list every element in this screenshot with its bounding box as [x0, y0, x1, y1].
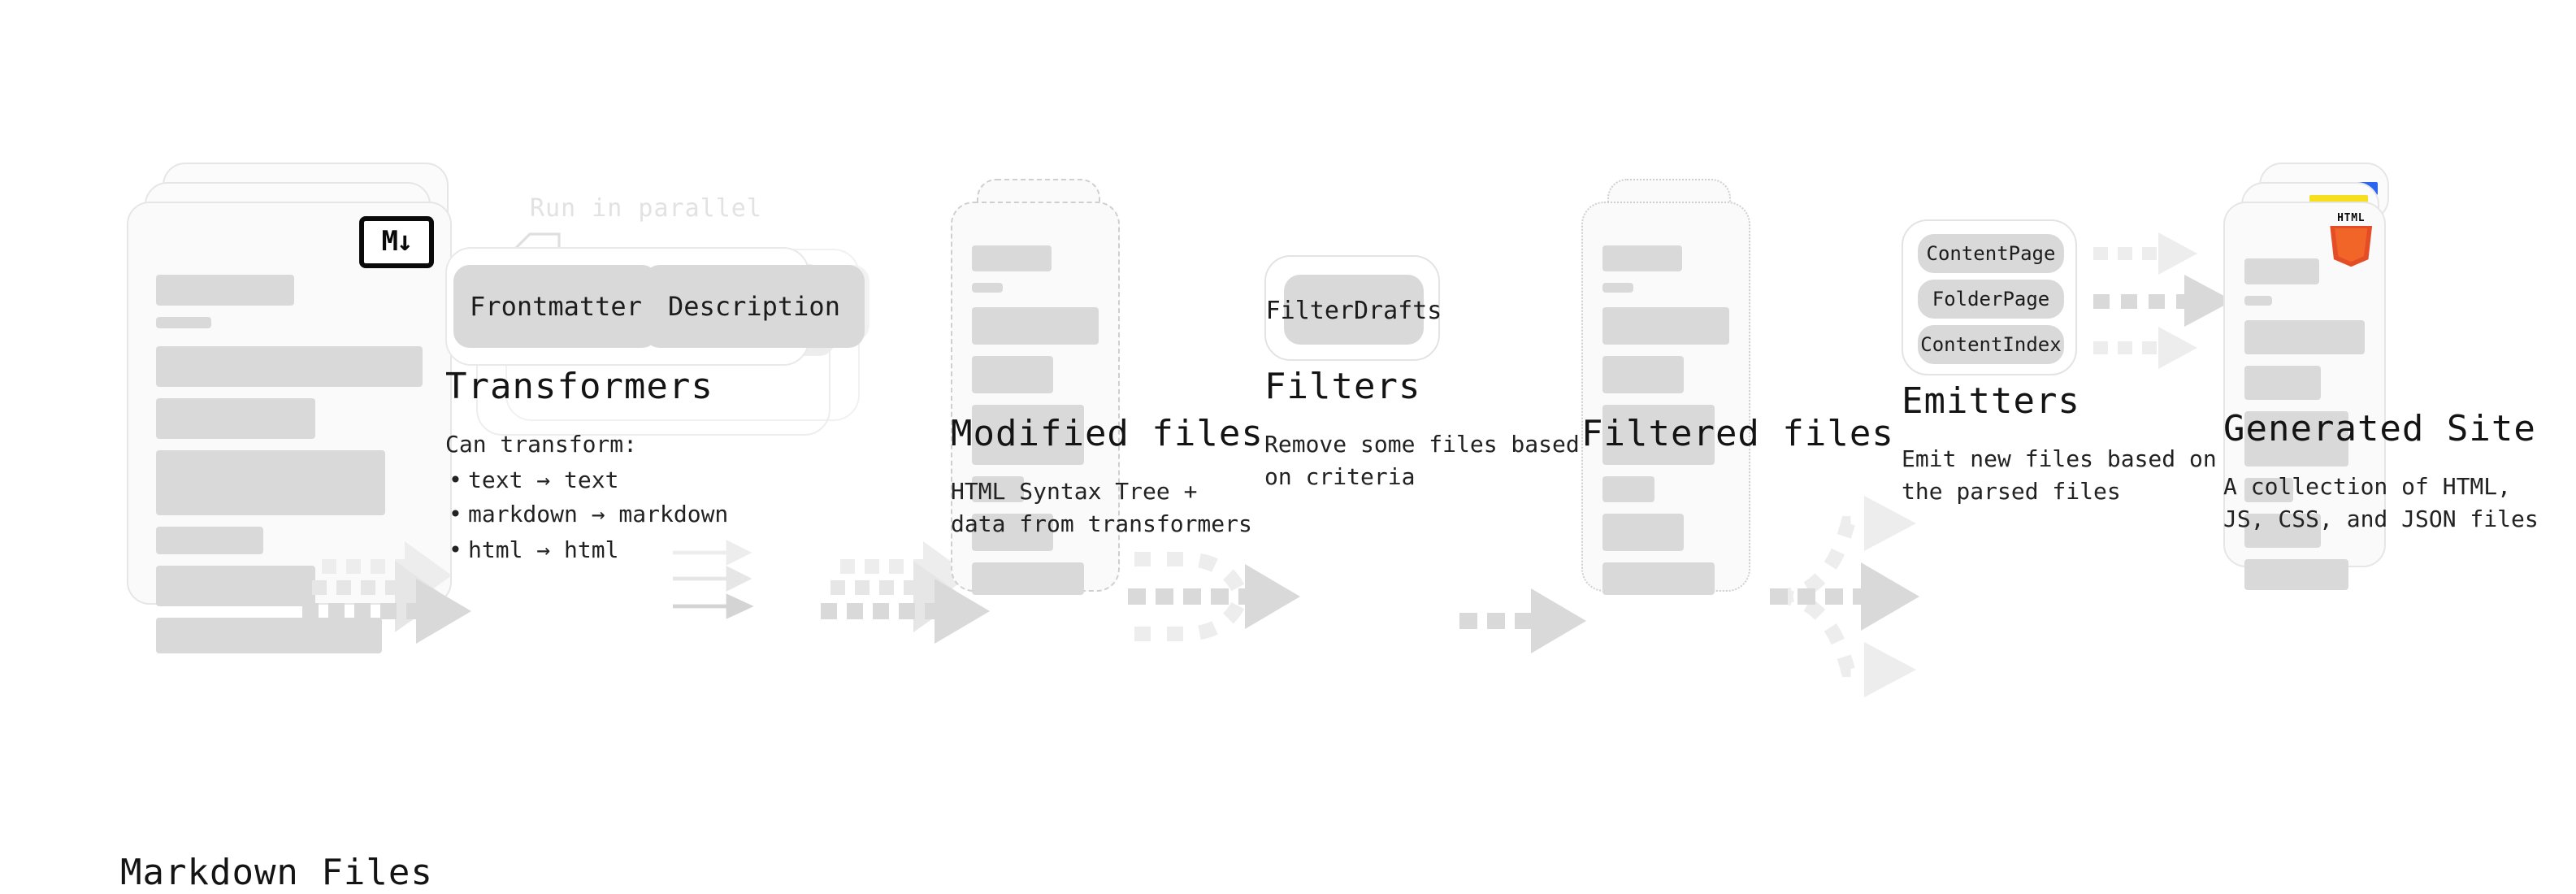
transformer-chip-description[interactable]: Description — [644, 265, 865, 348]
skeleton-bar — [972, 562, 1084, 595]
skeleton-bar — [972, 245, 1052, 271]
skeleton-bar — [2244, 559, 2348, 590]
skeleton-bar — [156, 398, 316, 439]
skeleton-bar — [2244, 366, 2321, 400]
arrow-transformers-to-modified — [821, 541, 990, 644]
skeleton-bar — [156, 566, 316, 606]
stage-title: Filtered files — [1581, 414, 1894, 455]
stage-title: Emitters — [1902, 382, 2080, 423]
transform-rule: html → html — [445, 535, 868, 570]
stage-title: Transformers — [445, 367, 713, 408]
skeleton-bar — [156, 275, 295, 306]
filters-panel: FilterDrafts — [1264, 255, 1442, 361]
pipeline-diagram: M↓ Markdown Files — [0, 0, 2576, 681]
transformers-caption: Transformers Can transform: text → text … — [445, 367, 868, 571]
transform-rule: markdown → markdown — [445, 500, 868, 535]
skeleton-bar — [2244, 478, 2293, 502]
skeleton-lines — [972, 245, 1099, 606]
filters-caption: Filters Remove some files based on crite… — [1264, 367, 1654, 495]
emitter-chip-contentpage[interactable]: ContentPage — [1918, 234, 2064, 273]
arrow-filters-to-filtered — [1459, 588, 1586, 653]
stage-subtitle: A collection of HTML, JS, CSS, and JSON … — [2223, 475, 2539, 534]
emitters-panel: ContentPage FolderPage ContentIndex — [1902, 219, 2077, 375]
skeleton-bar — [156, 618, 383, 653]
skeleton-bar — [1602, 245, 1683, 271]
html5-label: HTML — [2337, 213, 2366, 225]
stage-title: Markdown Files — [120, 853, 433, 894]
stage-subtitle: Emit new files based on the parsed files — [1902, 447, 2217, 506]
skeleton-bar — [156, 527, 263, 554]
html5-icon: HTML — [2309, 213, 2374, 288]
transformers-capabilities: Can transform: text → text markdown → ma… — [445, 429, 868, 571]
skeleton-bar — [972, 405, 1084, 465]
skeleton-bar — [1602, 514, 1684, 551]
markdown-icon: M↓ — [359, 216, 434, 268]
skeleton-bar — [1602, 476, 1654, 502]
skeleton-bar — [156, 317, 212, 328]
stage-subtitle: Remove some files based on criteria — [1264, 432, 1580, 492]
stage-title: Generated Site — [2223, 410, 2536, 450]
arrow-filtered-to-emitters — [1770, 496, 1919, 697]
skeleton-bar — [1602, 307, 1729, 345]
markdown-sheet-front: M↓ — [127, 202, 452, 653]
skeleton-lines — [2244, 258, 2365, 601]
emitters-caption: Emitters Emit new files based on the par… — [1902, 382, 2308, 510]
can-transform-heading: Can transform: — [445, 432, 638, 458]
run-in-parallel-label: Run in parallel — [530, 193, 762, 223]
filter-chip-filterdrafts[interactable]: FilterDrafts — [1266, 275, 1442, 345]
stage-title: Filters — [1264, 367, 1421, 408]
html5-shield-inner — [2335, 228, 2368, 263]
filtered-files-caption: Filtered files — [1581, 414, 1971, 455]
skeleton-bar — [1602, 283, 1633, 293]
transform-rule: text → text — [445, 464, 868, 499]
arrow-emitters-to-site — [2093, 232, 2233, 369]
arrow-markdown-to-transformers — [302, 541, 471, 644]
filtered-sheet-front — [1581, 202, 1750, 595]
stage-subtitle: HTML Syntax Tree + data from transformer… — [951, 480, 1252, 539]
skeleton-bar — [972, 514, 1053, 551]
markdown-files-caption: Markdown Files — [120, 853, 433, 894]
skeleton-bar — [1602, 562, 1715, 595]
modified-sheet-front — [951, 202, 1120, 595]
skeleton-bar — [2244, 514, 2321, 548]
skeleton-bar — [156, 346, 423, 387]
generated-site-caption: Generated Site A collection of HTML, JS,… — [2223, 410, 2576, 537]
skeleton-lines — [156, 275, 423, 665]
skeleton-bar — [972, 283, 1003, 293]
emitter-chip-contentindex[interactable]: ContentIndex — [1918, 325, 2064, 364]
skeleton-bar — [2244, 411, 2348, 467]
skeleton-bar — [1602, 405, 1715, 465]
skeleton-bar — [2244, 296, 2273, 306]
skeleton-lines — [1602, 245, 1729, 606]
skeleton-bar — [972, 356, 1053, 393]
skeleton-bar — [972, 307, 1099, 345]
stage-title: Modified files — [951, 414, 1264, 455]
site-sheet-front: HTML — [2223, 202, 2386, 590]
transformer-chip-frontmatter[interactable]: Frontmatter — [453, 265, 658, 348]
modified-files-caption: Modified files HTML Syntax Tree + data f… — [951, 414, 1357, 542]
skeleton-bar — [1602, 356, 1684, 393]
skeleton-bar — [156, 450, 386, 515]
skeleton-bar — [2244, 258, 2319, 284]
skeleton-bar — [2244, 320, 2365, 354]
emitter-chip-folderpage[interactable]: FolderPage — [1918, 280, 2064, 319]
arrow-modified-to-filters — [1128, 552, 1300, 641]
skeleton-bar — [972, 476, 1024, 502]
